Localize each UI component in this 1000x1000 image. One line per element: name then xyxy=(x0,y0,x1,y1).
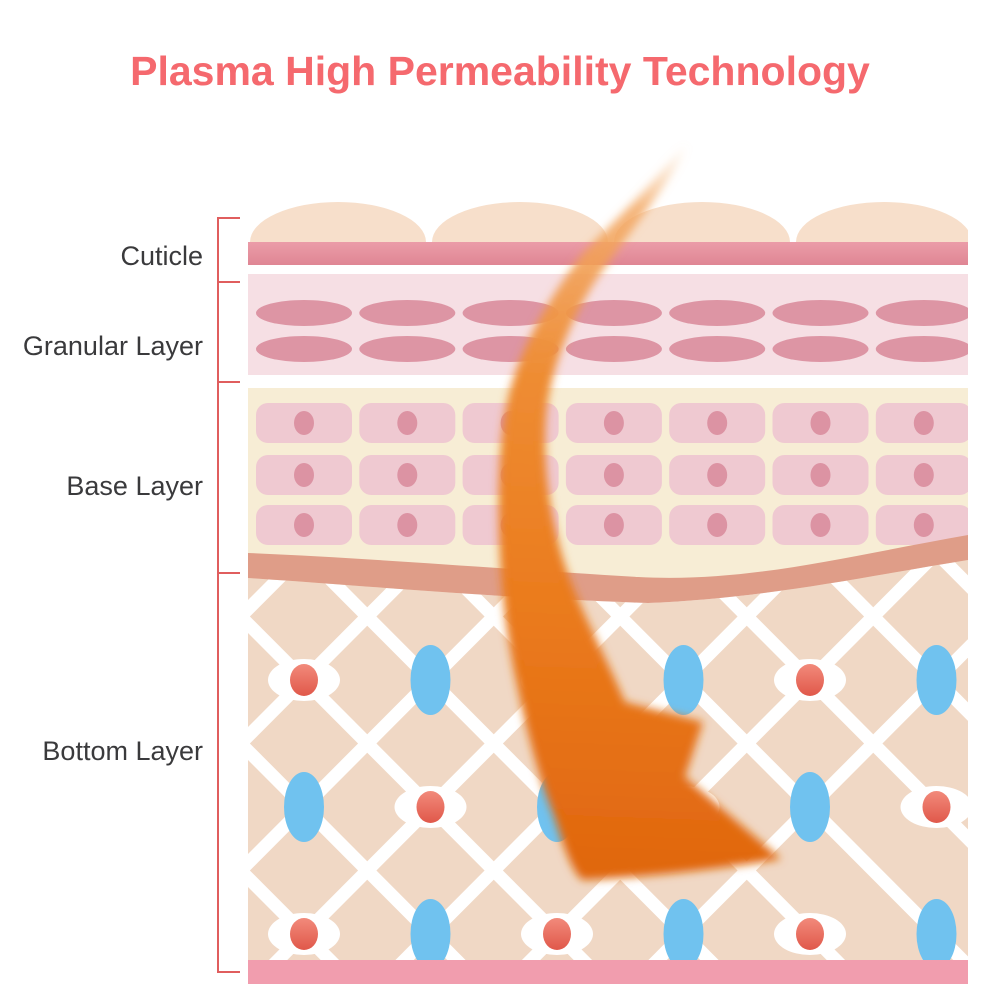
cell-nucleus xyxy=(603,513,624,537)
dome xyxy=(250,202,968,242)
base-cells xyxy=(256,403,968,545)
cell-nucleus xyxy=(810,411,831,435)
red-cell-nucleus xyxy=(796,664,824,696)
cell-nucleus xyxy=(397,411,418,435)
granular-cell xyxy=(256,336,352,362)
granular-cell xyxy=(875,300,968,326)
label-cuticle: Cuticle xyxy=(120,241,203,271)
blue-cell xyxy=(916,645,957,715)
cell-nucleus xyxy=(913,513,934,537)
cell-nucleus xyxy=(707,411,728,435)
cell-nucleus xyxy=(913,463,934,487)
cell-nucleus xyxy=(707,513,728,537)
granular-cell xyxy=(772,300,869,326)
cell-nucleus xyxy=(294,411,314,435)
lattice-line xyxy=(640,560,968,960)
granular-cell xyxy=(462,300,559,326)
bracket-tick xyxy=(217,381,240,383)
lattice-line xyxy=(387,560,968,960)
lattice-line xyxy=(602,560,968,960)
page-title: Plasma High Permeability Technology xyxy=(130,48,870,94)
granular-cell xyxy=(359,336,456,362)
granular-cell xyxy=(565,300,662,326)
red-cell-nucleus xyxy=(543,918,571,950)
lattice-line xyxy=(514,560,968,960)
lattice-line xyxy=(248,560,727,960)
cell-nucleus xyxy=(294,513,314,537)
red-cell-nucleus xyxy=(796,918,824,950)
layer-bracket-line xyxy=(217,217,219,971)
granular-cell xyxy=(875,336,968,362)
red-cell-nucleus xyxy=(290,664,318,696)
blue-cell xyxy=(410,645,451,715)
granular-cell xyxy=(256,300,352,326)
granular-cell xyxy=(565,336,662,362)
red-cell-nucleus xyxy=(416,791,445,823)
label-granular-layer: Granular Layer xyxy=(22,331,203,361)
cell-nucleus xyxy=(810,463,831,487)
lattice-line xyxy=(476,560,968,960)
red-cell-nucleus xyxy=(290,918,318,950)
label-base-layer: Base Layer xyxy=(66,471,203,501)
cell-nucleus xyxy=(397,463,418,487)
lattice-line xyxy=(248,560,512,960)
bracket-tick xyxy=(217,572,240,574)
basement-membrane xyxy=(248,535,968,603)
cell-nucleus xyxy=(294,463,314,487)
bracket-tick xyxy=(217,281,240,283)
label-bottom-layer: Bottom Layer xyxy=(42,736,203,766)
blue-cell xyxy=(284,772,324,842)
granular-cell xyxy=(669,300,766,326)
bottom-band xyxy=(248,960,968,984)
lattice-line xyxy=(248,560,765,960)
cell-nucleus xyxy=(810,513,831,537)
cell-nucleus xyxy=(603,463,624,487)
blue-cell xyxy=(663,645,704,715)
skin-cross-section xyxy=(248,144,968,984)
granular-cell xyxy=(669,336,766,362)
granular-cells xyxy=(256,300,968,362)
blue-cell xyxy=(916,899,957,960)
cell-nucleus xyxy=(707,463,728,487)
bracket-tick xyxy=(217,217,240,219)
lattice-line xyxy=(248,560,638,960)
granular-cell xyxy=(772,336,869,362)
blue-cell xyxy=(410,899,451,960)
cell-nucleus xyxy=(603,411,624,435)
blue-cell xyxy=(663,899,704,960)
cell-nucleus xyxy=(397,513,418,537)
plasma-penetration-arrow xyxy=(498,144,781,880)
blue-cell xyxy=(790,772,830,842)
lattice-line xyxy=(349,560,968,960)
granular-cell xyxy=(359,300,456,326)
red-cell-nucleus xyxy=(922,791,951,823)
bracket-tick xyxy=(217,971,240,973)
lattice-line xyxy=(248,560,385,960)
cell-nucleus xyxy=(913,411,934,435)
lattice-line xyxy=(248,560,600,960)
cuticle-domes xyxy=(250,202,968,242)
